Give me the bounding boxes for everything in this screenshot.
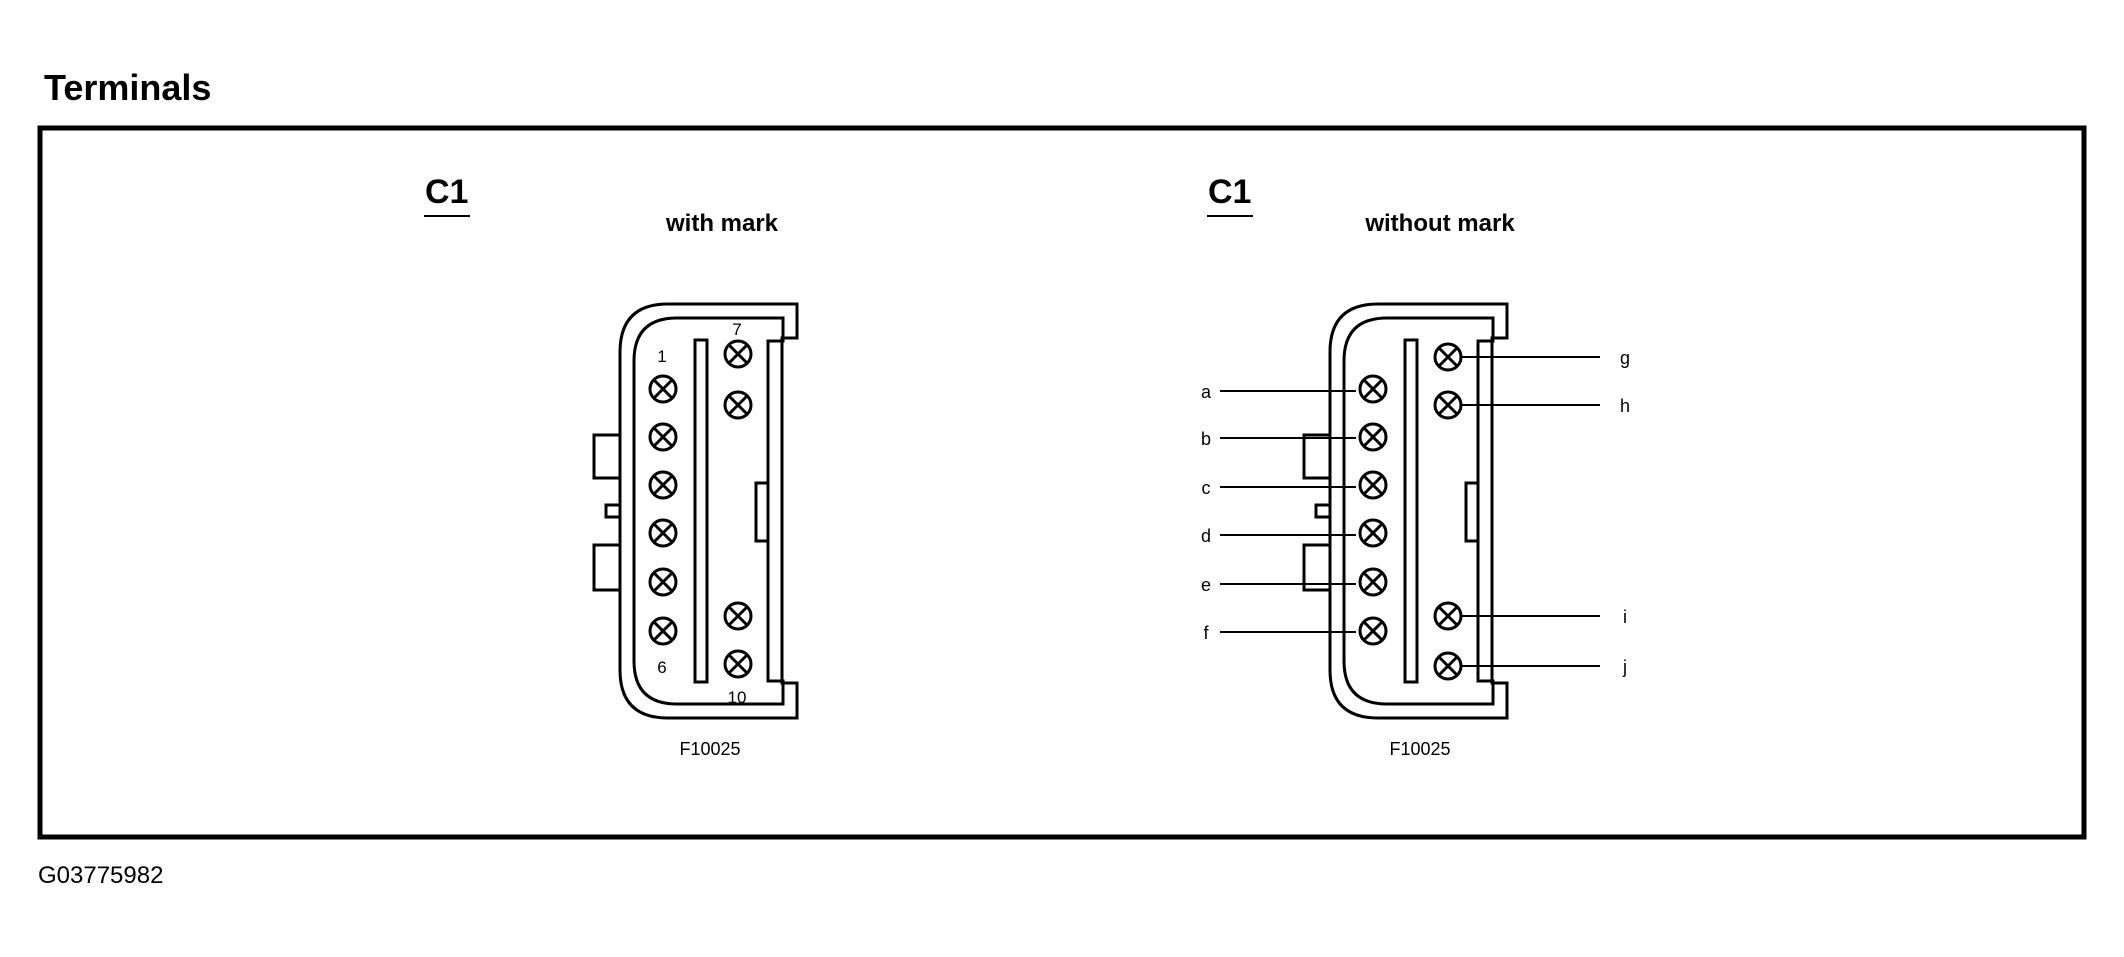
pin-10	[723, 649, 753, 679]
pin-f	[1358, 616, 1388, 646]
pin-number-label: 10	[728, 688, 747, 707]
connector-divider	[1403, 338, 1419, 684]
locking-tab-small	[604, 503, 621, 519]
callout-label-d: d	[1201, 526, 1211, 546]
callout-label-a: a	[1201, 382, 1212, 402]
pin-number-label: 6	[657, 658, 666, 677]
connector-housing-outer	[1328, 302, 1509, 720]
pin-4	[648, 518, 678, 548]
locking-tab-upper	[1302, 433, 1331, 480]
connector-c1-with-mark	[592, 302, 799, 720]
locking-tab-upper	[592, 433, 621, 480]
connector-housing-outer	[618, 302, 799, 720]
pin-g	[1433, 342, 1463, 372]
panel-with-mark: C1 with mark 1 6 7 10	[424, 173, 799, 759]
part-code: F10025	[1389, 739, 1450, 759]
panel-subtitle: with mark	[665, 210, 779, 237]
locking-tab-small	[1314, 503, 1331, 519]
callout-label-e: e	[1201, 575, 1211, 595]
page-title: Terminals	[44, 67, 212, 108]
pin-b	[1358, 422, 1388, 452]
connector-c1-without-mark	[1220, 302, 1600, 720]
pin-a	[1358, 374, 1388, 404]
pin-c	[1358, 470, 1388, 500]
pin-1	[648, 374, 678, 404]
connector-housing-inner	[632, 316, 785, 706]
callout-label-g: g	[1620, 348, 1630, 368]
callout-label-i: i	[1623, 607, 1627, 627]
callout-label-c: c	[1202, 478, 1211, 498]
pin-h	[1433, 390, 1463, 420]
connector-divider	[693, 338, 709, 684]
pin-8	[723, 390, 753, 420]
panel-subtitle: without mark	[1364, 210, 1515, 237]
connector-housing-inner	[1342, 316, 1495, 706]
figure-id: G03775982	[38, 862, 164, 889]
callout-label-h: h	[1620, 396, 1630, 416]
connector-label: C1	[425, 173, 468, 211]
pin-5	[648, 567, 678, 597]
pin-number-label: 1	[657, 347, 666, 366]
pin-i	[1433, 601, 1463, 631]
diagram-frame	[37, 125, 2087, 840]
panel-without-mark: C1 without mark	[1201, 173, 1630, 759]
pin-3	[648, 470, 678, 500]
pin-e	[1358, 567, 1388, 597]
pin-7	[723, 339, 753, 369]
pin-number-label: 7	[732, 320, 741, 339]
callout-label-j: j	[1622, 657, 1627, 677]
connector-label: C1	[1208, 173, 1251, 211]
pin-2	[648, 422, 678, 452]
pin-d	[1358, 518, 1388, 548]
locking-tab-lower	[592, 543, 621, 592]
pin-6	[648, 616, 678, 646]
pin-j	[1433, 651, 1463, 681]
connector-latch	[1464, 481, 1480, 543]
locking-tab-lower	[1302, 543, 1331, 592]
callout-label-b: b	[1201, 429, 1211, 449]
pin-9	[723, 601, 753, 631]
part-code: F10025	[679, 739, 740, 759]
callout-label-f: f	[1203, 623, 1209, 643]
connector-latch	[754, 481, 770, 543]
